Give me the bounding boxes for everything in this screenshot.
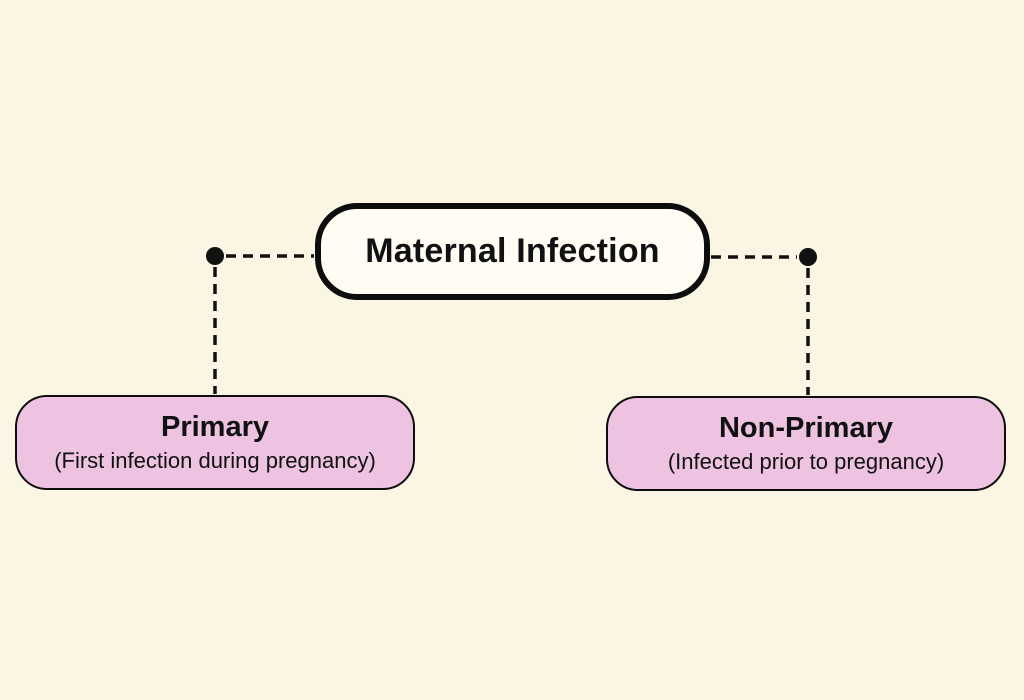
node-maternal-infection: Maternal Infection [315, 203, 710, 300]
node-non-primary: Non-Primary (Infected prior to pregnancy… [606, 396, 1006, 491]
root-node-label: Maternal Infection [365, 232, 660, 270]
node-primary-subtitle: (First infection during pregnancy) [54, 448, 376, 474]
connector-dot-left [206, 247, 224, 265]
node-non-primary-title: Non-Primary [718, 412, 894, 445]
node-non-primary-subtitle: (Infected prior to pregnancy) [667, 449, 945, 475]
node-primary: Primary (First infection during pregnanc… [15, 395, 415, 490]
node-primary-title: Primary [160, 411, 269, 444]
connector-dot-right [799, 248, 817, 266]
